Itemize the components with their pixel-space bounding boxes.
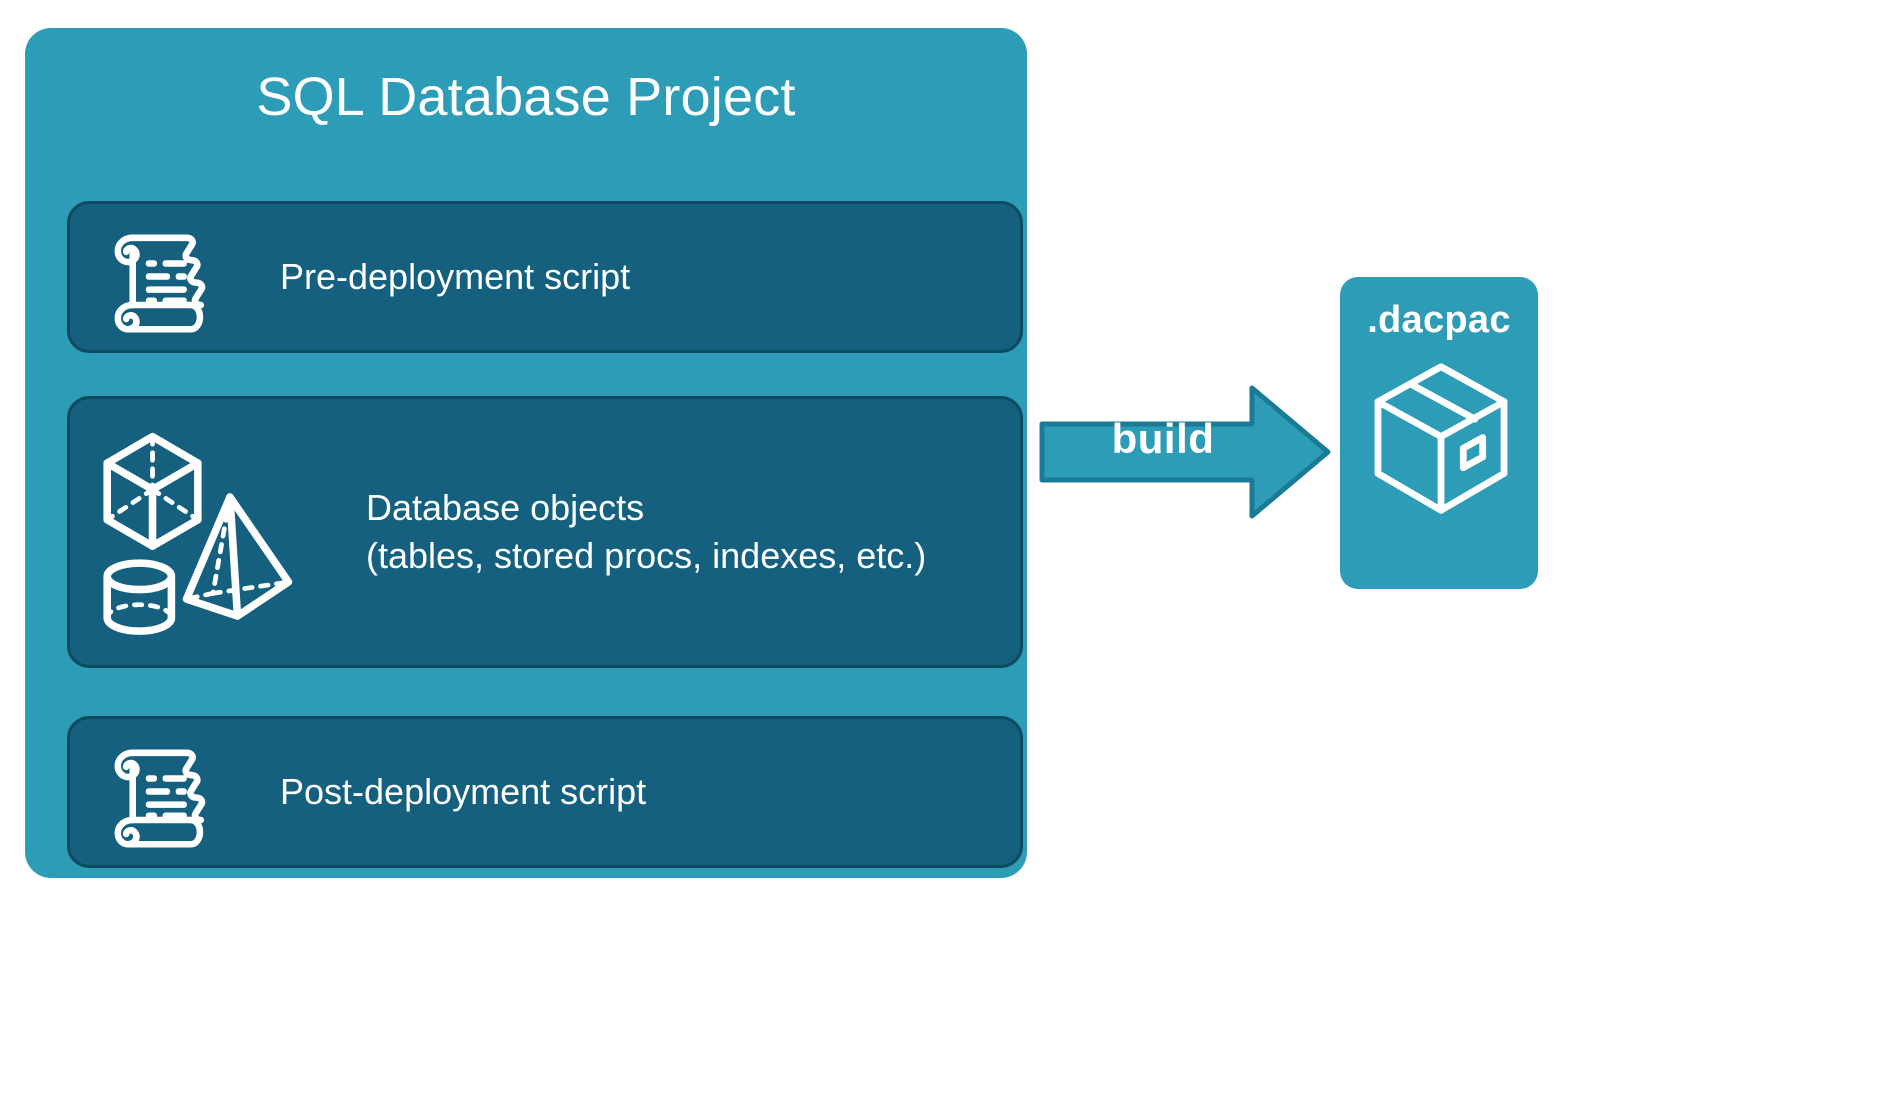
panel-database-objects[interactable]: Database objects (tables, stored procs, … xyxy=(67,396,1023,668)
database-objects-icon-group xyxy=(80,414,310,650)
panel-post-deployment-label: Post-deployment script xyxy=(280,771,647,813)
cube-icon xyxy=(103,432,202,550)
package-box-icon xyxy=(1368,359,1514,519)
panel-pre-deployment-label: Pre-deployment script xyxy=(280,256,631,298)
page-title: SQL Database Project xyxy=(256,67,796,127)
scroll-icon xyxy=(82,221,232,333)
panel-post-deployment[interactable]: Post-deployment script xyxy=(67,716,1023,868)
dacpac-artifact-card[interactable]: .dacpac xyxy=(1340,277,1538,589)
panel-database-objects-label: Database objects (tables, stored procs, … xyxy=(366,487,927,576)
dacpac-title: .dacpac xyxy=(1367,299,1511,341)
panel-pre-deployment[interactable]: Pre-deployment script xyxy=(67,201,1023,353)
sql-database-project-container: SQL Database Project xyxy=(25,28,1027,878)
cylinder-icon xyxy=(103,559,176,635)
scroll-icon xyxy=(82,736,232,848)
build-arrow xyxy=(1039,382,1331,522)
pyramid-icon xyxy=(182,493,293,620)
